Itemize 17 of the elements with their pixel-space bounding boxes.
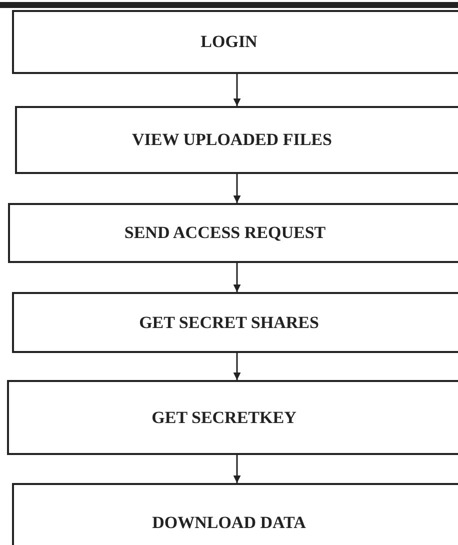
process-box bbox=[12, 483, 458, 545]
step-label: VIEW UPLOADED FILES bbox=[132, 130, 332, 150]
arrow bbox=[233, 174, 241, 203]
step-label: GET SECRET SHARES bbox=[139, 312, 319, 332]
arrow bbox=[233, 353, 241, 380]
process-box bbox=[8, 203, 458, 263]
arrow bbox=[233, 263, 241, 292]
step-label: DOWNLOAD DATA bbox=[152, 513, 306, 533]
step-label: GET SECRETKEY bbox=[152, 408, 296, 428]
process-box bbox=[12, 292, 458, 353]
process-box bbox=[15, 106, 458, 174]
arrow bbox=[233, 74, 241, 106]
process-box bbox=[7, 380, 458, 455]
step-label: SEND ACCESS REQUEST bbox=[124, 223, 326, 243]
process-box bbox=[12, 10, 458, 74]
step-label: LOGIN bbox=[200, 32, 258, 52]
arrow bbox=[233, 455, 241, 483]
